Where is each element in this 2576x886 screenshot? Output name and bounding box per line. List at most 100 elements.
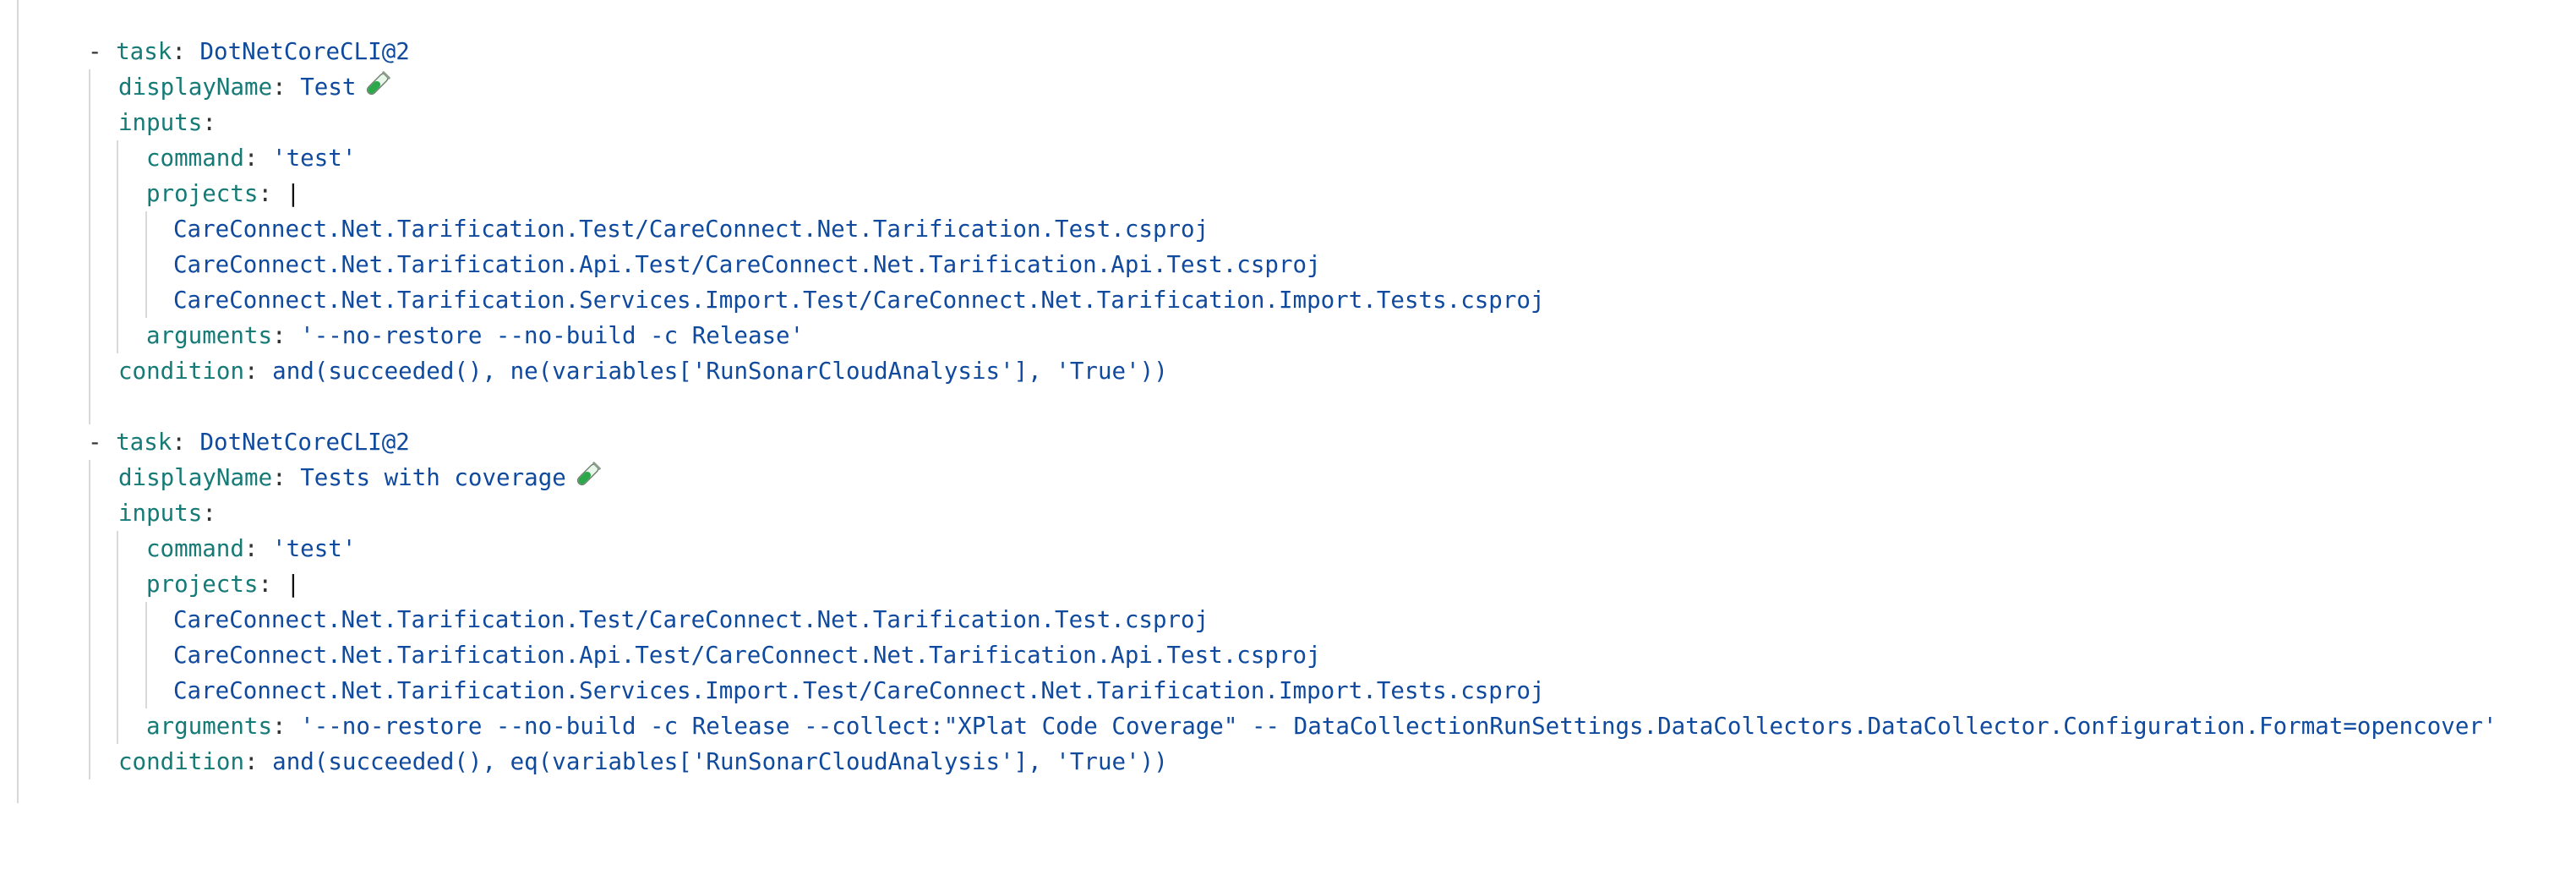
arguments-line: arguments: '--no-restore --no-build -c R… <box>146 318 804 353</box>
arguments-key: arguments <box>146 322 273 349</box>
arguments-value: '--no-restore --no-build -c Release' <box>300 322 805 349</box>
indent-guide <box>89 140 90 176</box>
displayname-value: Tests with coverage <box>300 464 566 491</box>
indent-guide <box>117 318 118 353</box>
project-path: CareConnect.Net.Tarification.Services.Im… <box>173 287 1545 314</box>
colon: : <box>272 464 301 491</box>
indent-guide <box>145 247 147 282</box>
inputs-line: inputs: <box>118 495 216 531</box>
condition-value: and(succeeded(), eq(variables['RunSonarC… <box>272 748 1168 775</box>
projects-key: projects <box>146 180 259 207</box>
indent-guide <box>117 673 118 708</box>
task-key: task <box>116 38 172 65</box>
indent-guide <box>145 637 147 673</box>
indent-guide <box>145 673 147 708</box>
code-line-projects[interactable]: projects: | <box>0 176 2576 211</box>
test-tube-icon <box>573 461 602 489</box>
inputs-key: inputs <box>118 109 203 136</box>
displayname-value: Test <box>300 74 357 101</box>
indent-guide <box>89 566 90 602</box>
code-line-task[interactable]: - task: DotNetCoreCLI@2 <box>0 34 2576 69</box>
yaml-code[interactable]: - task: DotNetCoreCLI@2 displayName: Tes… <box>0 34 2576 779</box>
displayname-line: displayName: Tests with coverage <box>118 460 602 495</box>
code-line-command[interactable]: command: 'test' <box>0 140 2576 176</box>
command-line: command: 'test' <box>146 140 356 176</box>
project-path: CareConnect.Net.Tarification.Api.Test/Ca… <box>173 642 1321 669</box>
indent-guide <box>89 495 90 531</box>
list-dash: - <box>88 38 117 65</box>
code-line-inputs[interactable]: inputs: <box>0 105 2576 140</box>
indent-guide <box>117 282 118 318</box>
indent-guide <box>89 531 90 566</box>
indent-guide <box>17 0 19 803</box>
indent-guide <box>89 69 90 105</box>
code-line-arguments[interactable]: arguments: '--no-restore --no-build -c R… <box>0 318 2576 353</box>
code-line-project[interactable]: CareConnect.Net.Tarification.Services.Im… <box>0 282 2576 318</box>
indent-guide <box>117 176 118 211</box>
indent-guide <box>117 708 118 744</box>
colon: : <box>258 571 287 598</box>
code-editor[interactable]: - task: DotNetCoreCLI@2 displayName: Tes… <box>0 0 2576 803</box>
indent-guide <box>145 211 147 247</box>
projects-key: projects <box>146 571 259 598</box>
code-line-arguments[interactable]: arguments: '--no-restore --no-build -c R… <box>0 708 2576 744</box>
task-key: task <box>116 429 172 456</box>
code-line-blank[interactable] <box>0 389 2576 424</box>
code-line-project[interactable]: CareConnect.Net.Tarification.Api.Test/Ca… <box>0 637 2576 673</box>
inputs-line: inputs: <box>118 105 216 140</box>
colon: : <box>244 358 273 385</box>
indent-guide <box>89 708 90 744</box>
task-line: - task: DotNetCoreCLI@2 <box>88 424 410 460</box>
colon: : <box>202 109 216 136</box>
indent-guide <box>89 637 90 673</box>
indent-guide <box>117 140 118 176</box>
code-line-condition[interactable]: condition: and(succeeded(), ne(variables… <box>0 353 2576 389</box>
code-line-displayname[interactable]: displayName: Tests with coverage <box>0 460 2576 495</box>
code-line-condition[interactable]: condition: and(succeeded(), eq(variables… <box>0 744 2576 779</box>
indent-guide <box>89 673 90 708</box>
indent-guide <box>117 531 118 566</box>
block-indicator: | <box>286 571 301 598</box>
indent-guide <box>89 247 90 282</box>
arguments-value: '--no-restore --no-build -c Release --co… <box>300 713 2497 740</box>
colon: : <box>243 535 273 562</box>
command-line: command: 'test' <box>146 531 356 566</box>
projects-line: projects: | <box>146 176 300 211</box>
condition-key: condition <box>118 748 245 775</box>
indent-guide <box>117 211 118 247</box>
colon: : <box>172 38 200 65</box>
task-value: DotNetCoreCLI@2 <box>199 38 410 65</box>
code-line-project[interactable]: CareConnect.Net.Tarification.Services.Im… <box>0 673 2576 708</box>
code-line-project[interactable]: CareConnect.Net.Tarification.Test/CareCo… <box>0 602 2576 637</box>
condition-line: condition: and(succeeded(), ne(variables… <box>118 353 1168 389</box>
project-path: CareConnect.Net.Tarification.Services.Im… <box>173 677 1545 704</box>
indent-guide <box>89 211 90 247</box>
task-line: - task: DotNetCoreCLI@2 <box>88 34 410 69</box>
command-key: command <box>146 535 244 562</box>
arguments-line: arguments: '--no-restore --no-build -c R… <box>146 708 2497 744</box>
code-line-inputs[interactable]: inputs: <box>0 495 2576 531</box>
arguments-key: arguments <box>146 713 273 740</box>
code-line-task[interactable]: - task: DotNetCoreCLI@2 <box>0 424 2576 460</box>
indent-guide <box>117 247 118 282</box>
code-line-project[interactable]: CareConnect.Net.Tarification.Api.Test/Ca… <box>0 247 2576 282</box>
indent-guide <box>89 105 90 140</box>
code-line-projects[interactable]: projects: | <box>0 566 2576 602</box>
code-line-command[interactable]: command: 'test' <box>0 531 2576 566</box>
code-line-project[interactable]: CareConnect.Net.Tarification.Test/CareCo… <box>0 211 2576 247</box>
condition-line: condition: and(succeeded(), eq(variables… <box>118 744 1168 779</box>
displayname-key: displayName <box>118 74 273 101</box>
block-indicator: | <box>286 180 301 207</box>
command-value: 'test' <box>272 145 357 172</box>
test-tube-icon <box>363 70 391 99</box>
condition-key: condition <box>118 358 245 385</box>
colon: : <box>243 145 273 172</box>
colon: : <box>272 74 301 101</box>
condition-value: and(succeeded(), ne(variables['RunSonarC… <box>272 358 1168 385</box>
displayname-line: displayName: Test <box>118 69 391 105</box>
command-value: 'test' <box>272 535 357 562</box>
task-value: DotNetCoreCLI@2 <box>199 429 410 456</box>
indent-guide <box>89 602 90 637</box>
code-line-displayname[interactable]: displayName: Test <box>0 69 2576 105</box>
indent-guide <box>89 282 90 318</box>
